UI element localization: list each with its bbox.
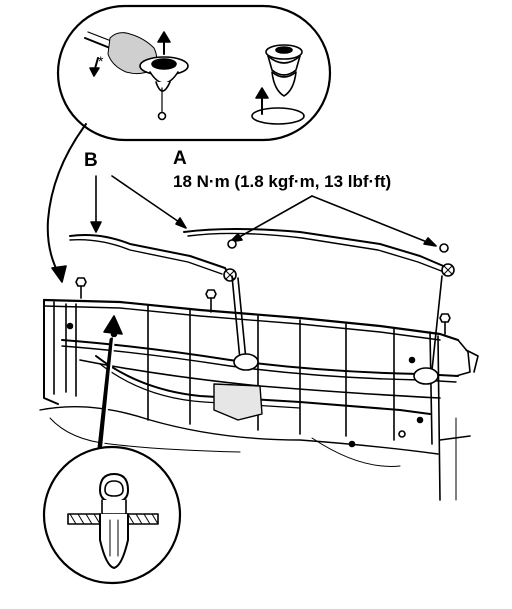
callout-label-a: A <box>173 148 187 169</box>
push-clip-detail-icon <box>44 447 180 583</box>
callout-arrow <box>48 124 86 282</box>
clip-removal-detail-icon: * <box>58 6 330 140</box>
leader-lines <box>91 176 436 246</box>
torque-spec: 18 N·m (1.8 kgf·m, 13 lbf·ft) <box>173 172 392 191</box>
svg-text:*: * <box>98 53 104 69</box>
wiper-arm-b <box>70 235 236 281</box>
callout-label-b: B <box>84 150 98 171</box>
bolt-icon <box>76 240 450 334</box>
clip-pointer-arrow <box>100 316 122 448</box>
